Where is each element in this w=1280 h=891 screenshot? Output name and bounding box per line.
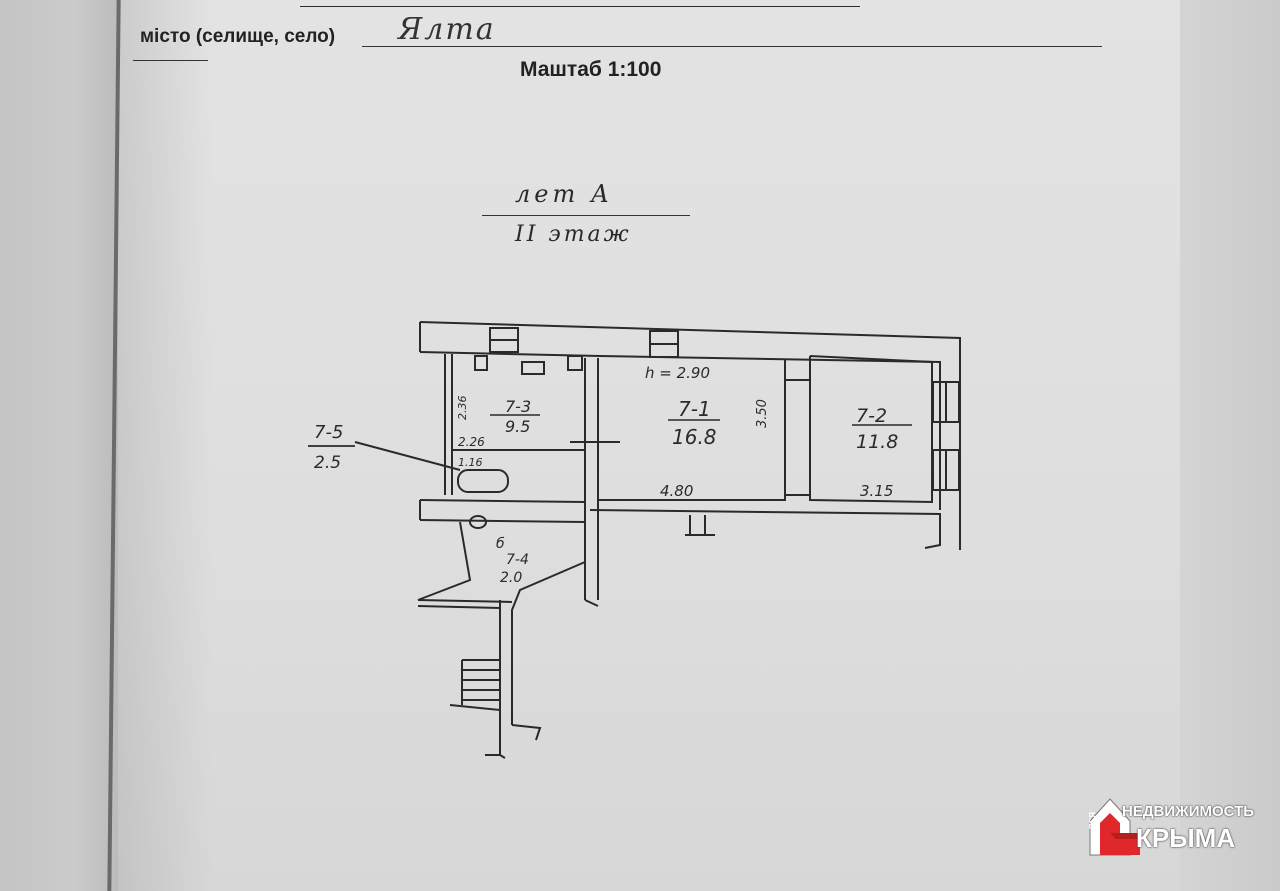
- sheet-shadow: [118, 0, 213, 891]
- bottom-wall: [589, 509, 941, 549]
- bathtub: [457, 469, 509, 493]
- logo: ВСЯ НЕДВИЖИМОСТЬ КРЫМА: [1086, 793, 1256, 863]
- stair-wall-b: [511, 561, 586, 725]
- table-background: [0, 0, 125, 891]
- fixture-2: [567, 355, 583, 371]
- top-form-line: [300, 0, 860, 7]
- toilet-mark: б: [496, 536, 505, 552]
- room-7-1-width: 4.80: [660, 482, 693, 500]
- plan-title-bar: [482, 215, 690, 216]
- room-7-4-area: 2.0: [500, 570, 522, 586]
- ceiling-height: h = 2.90: [645, 364, 710, 382]
- room-7-4-id: 7-4: [506, 552, 529, 568]
- room-7-1-depth: 3.50: [755, 399, 770, 428]
- room-7-5-id: 7-5: [314, 422, 343, 443]
- city-field-line: [362, 46, 1102, 47]
- city-value: Ялта: [398, 12, 496, 47]
- plan-walls: [308, 321, 961, 759]
- floor-plan: 7-3 9.5 7-1 16.8 7-2 11.8 7-5 2.5 7-4 2.…: [308, 321, 961, 759]
- room-7-5-area: 2.5: [314, 453, 341, 473]
- city-label: місто (селище, село): [140, 26, 336, 47]
- room-7-2-box: [809, 355, 933, 504]
- plan-title-bottom: II этаж: [515, 222, 632, 247]
- room-7-3-area: 9.5: [505, 417, 530, 436]
- room-7-1-box: [597, 358, 786, 501]
- document-sheet: [118, 0, 1218, 891]
- house-logo-icon: [1089, 798, 1140, 856]
- room-7-2-id: 7-2: [856, 405, 887, 427]
- right-background: [1180, 0, 1280, 891]
- stove: [521, 361, 545, 375]
- room-7-3-id: 7-3: [505, 397, 531, 416]
- stair-wall-a: [417, 521, 472, 601]
- room-7-2-area: 11.8: [856, 431, 898, 453]
- bath-width: 1.16: [458, 456, 483, 469]
- leader-line-7-5: [354, 441, 461, 471]
- fixture-1: [474, 355, 488, 371]
- logo-line1: НЕДВИЖИМОСТЬ: [1122, 803, 1255, 820]
- room-7-1-area: 16.8: [672, 425, 717, 449]
- room-7-1-id: 7-1: [678, 397, 711, 421]
- scale-text: Маштаб 1:100: [520, 58, 662, 81]
- kitchen-width: 2.26: [458, 435, 485, 449]
- plan-title-top: лет А: [515, 180, 614, 208]
- inner-wall-top: [419, 351, 941, 510]
- logo-side-text: ВСЯ: [1088, 812, 1097, 829]
- logo-line2: КРЫМА: [1136, 823, 1236, 853]
- room-7-2-width: 3.15: [860, 482, 893, 500]
- kitchen-side: 2.36: [456, 396, 469, 421]
- city-label-underline: [133, 60, 208, 61]
- toilet: [469, 515, 487, 529]
